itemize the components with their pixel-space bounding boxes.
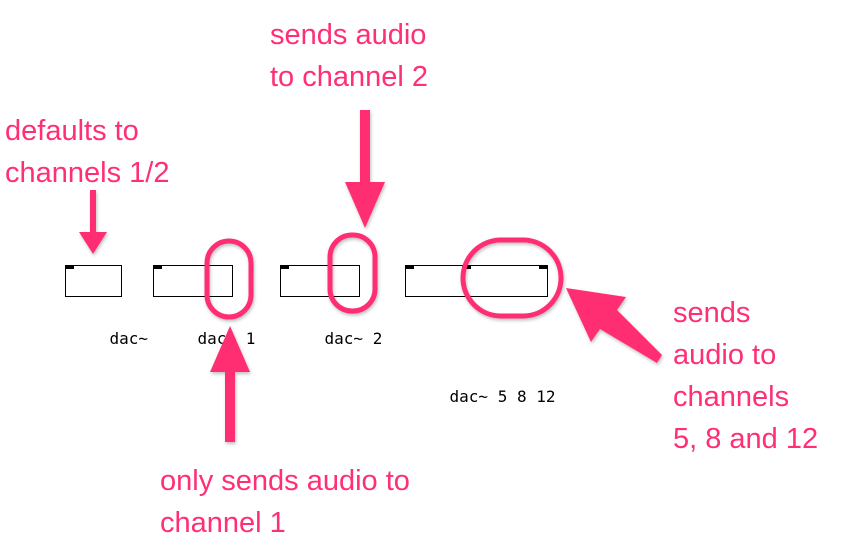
inlet	[65, 264, 74, 269]
annotation-line: 5, 8 and 12	[673, 423, 819, 455]
annotation-defaults: defaults to channels 1/2	[5, 110, 169, 194]
annotation-line: sends	[673, 297, 751, 329]
annotation-line: only sends audio to	[160, 465, 410, 497]
arrow-defaults	[79, 190, 107, 254]
object-name: dac~	[449, 387, 489, 406]
dac-object-channel-2[interactable]: dac~ 2	[280, 264, 382, 348]
annotation-line: sends audio	[270, 19, 427, 51]
inlet	[462, 264, 471, 269]
annotation-line: audio to	[673, 339, 777, 371]
object-name: dac~	[197, 329, 237, 348]
annotation-channel1: only sends audio to channel 1	[160, 460, 410, 544]
dac-object-default[interactable]: dac~	[65, 264, 148, 348]
dac-object-channels-5-8-12[interactable]: dac~ 5 8 12	[405, 264, 556, 406]
inlet	[539, 264, 548, 269]
object-args: 1	[245, 329, 256, 348]
object-args: 2	[372, 329, 383, 348]
inlet	[153, 264, 162, 269]
annotation-line: channels 1/2	[5, 157, 170, 189]
dac-object-channel-1[interactable]: dac~ 1	[153, 264, 255, 348]
object-name: dac~	[324, 329, 364, 348]
object-args: 5 8 12	[497, 387, 556, 406]
object-name: dac~	[109, 329, 149, 348]
annotation-line: defaults to	[5, 115, 139, 147]
annotation-line: channel 1	[160, 507, 286, 539]
inlet	[280, 264, 289, 269]
annotation-line: to channel 2	[270, 61, 429, 93]
annotation-line: channels	[673, 381, 790, 413]
annotation-channel2: sends audio to channel 2	[270, 14, 428, 98]
annotation-multi: sends audio to channels 5, 8 and 12	[673, 292, 818, 460]
arrow-channel-2	[345, 110, 385, 228]
arrow-channels-5-8-12	[566, 288, 662, 363]
inlet	[405, 264, 414, 269]
